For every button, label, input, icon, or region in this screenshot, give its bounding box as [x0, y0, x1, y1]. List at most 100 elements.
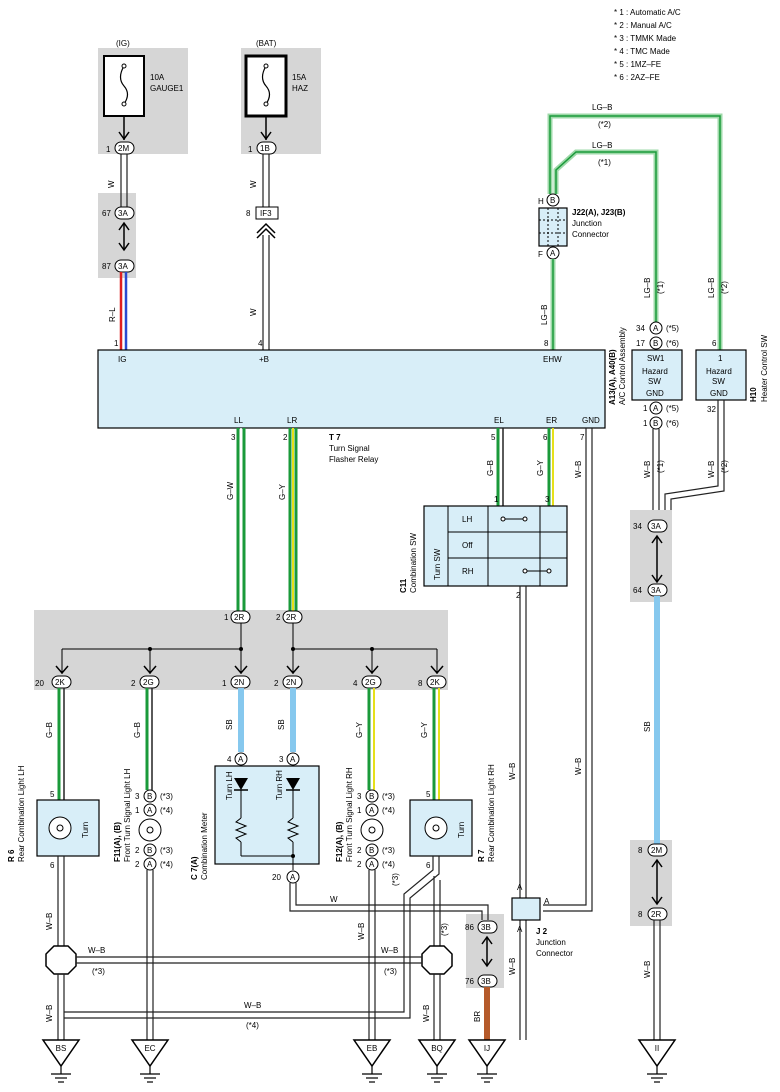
tag-s2-heater: (*2): [720, 281, 729, 294]
rear-combination-light-lh: 5 Turn 6 R 6 Rear Combination Light LH: [7, 765, 100, 870]
relay-side-name: A/C Control Assembly: [618, 327, 627, 405]
conn-2r-right: 2R: [651, 910, 661, 919]
f11-tag-s3b: (*3): [160, 846, 173, 855]
f12-pin-1: 1: [357, 806, 362, 815]
relay-pin-el: EL: [494, 416, 504, 425]
csw-row-off: Off: [462, 541, 473, 550]
r7-label: Turn: [457, 822, 466, 838]
f12-a-top: A: [369, 806, 375, 815]
conn-2m-right: 8 2M 8 2R: [638, 843, 668, 921]
f12-pin-3: 3: [357, 792, 362, 801]
wire-label-br: BR: [473, 1011, 482, 1022]
relay-name-1: Turn Signal: [329, 444, 370, 453]
pin-87: 87: [102, 262, 111, 271]
sw1-gnd: GND: [646, 389, 664, 398]
notes-legend: * 1 : Automatic A/C * 2 : Manual A/C * 3…: [614, 8, 681, 82]
tag-s5-a2: (*5): [666, 404, 679, 413]
wire-label-sb-right: SB: [643, 721, 652, 732]
pin-2-2r: 2: [276, 613, 281, 622]
note-2: * 2 : Manual A/C: [614, 21, 672, 30]
j22-id: J22(A), J23(B): [572, 208, 626, 217]
conn-3a-r-top: 3A: [651, 522, 661, 531]
pin-ig-1: 1: [114, 339, 119, 348]
fuse-gauge1: (IG) 10A GAUGE1 1 2M: [103, 39, 184, 155]
f12-name: Front Turn Signal Light RH: [345, 767, 354, 862]
sw1-line2: SW: [648, 377, 661, 386]
meter-a-gnd: A: [290, 873, 296, 882]
relay-pin-ig: IG: [118, 355, 126, 364]
note-3: * 3 : TMMK Made: [614, 34, 677, 43]
meter-a-lh: A: [238, 755, 244, 764]
relay-pin-gnd: GND: [582, 416, 600, 425]
fuse-gauge-rating: 10A: [150, 73, 165, 82]
wire-label-wb-f12: W–B: [357, 923, 366, 940]
j22-top: B: [550, 196, 555, 205]
meter-pin-4: 4: [227, 755, 232, 764]
fuse-gauge-source: (IG): [116, 39, 130, 48]
ground-bq: BQ: [417, 1039, 457, 1083]
f11-tag-s3: (*3): [160, 792, 173, 801]
fuse-gauge-pin: 1: [106, 145, 111, 154]
conn-3a-pair: 67 3A 87 3A: [102, 206, 135, 273]
csw-sub: Turn SW: [433, 548, 442, 580]
note-5: * 5 : 1MZ–FE: [614, 60, 661, 69]
pin-1-2n: 1: [222, 679, 227, 688]
wire-label-w-meter: W: [330, 895, 338, 904]
pin-2-2g: 2: [131, 679, 136, 688]
ground-eb: EB: [352, 1039, 392, 1083]
hazard-sw1: 34 A (*5) 17 B (*6) SW1 Hazard SW GND 1 …: [631, 321, 683, 430]
f11-a-top: A: [147, 806, 153, 815]
r7-route-s3: (*3): [440, 923, 449, 936]
r6-pin-5: 5: [50, 790, 55, 799]
relay-pin-er: ER: [546, 416, 557, 425]
j2-line1: Junction: [536, 938, 566, 947]
pin-8-2k: 8: [418, 679, 423, 688]
fuse-haz-conn: 1B: [260, 144, 270, 153]
csw-pin-3: 3: [545, 495, 550, 504]
meter-pin-3: 3: [279, 755, 284, 764]
sw1-a-bot: A: [653, 404, 659, 413]
wire-label-wb-bs: W–B: [45, 1005, 54, 1022]
tag-s6-b: (*6): [666, 339, 679, 348]
ground-label: EC: [144, 1044, 155, 1053]
j2-pin-a-bot: A: [517, 925, 523, 934]
j2-pin-a-top: A: [517, 883, 523, 892]
csw-pin-1: 1: [494, 495, 499, 504]
ground-ii: II: [637, 1039, 677, 1083]
wire-label-wb-bq: W–B: [422, 1005, 431, 1022]
heater-line1: Hazard: [706, 367, 732, 376]
pin-34-3a: 34: [633, 522, 642, 531]
tag-s6-b2: (*6): [666, 419, 679, 428]
heater-id: H10: [749, 387, 758, 402]
j22-top-pin: H: [538, 197, 544, 206]
relay-side-id: A13(A), A40(B): [608, 349, 617, 405]
note-6: * 6 : 2AZ–FE: [614, 73, 660, 82]
wire-label-wb-s4: W–B: [244, 1001, 261, 1010]
f12-tag-s4b: (*4): [382, 860, 395, 869]
relay-pin-ehw: EHW: [543, 355, 562, 364]
f11-b-top: B: [147, 792, 152, 801]
ground-bs: BS: [41, 1039, 81, 1083]
conn-2r-pair: 1 2R 2 2R: [224, 610, 303, 624]
junction-j2: A A A J 2 Junction Connector: [511, 883, 573, 958]
wire-label-wb-heater: W–B: [707, 461, 716, 478]
wire-label-gy-f12: G–Y: [355, 721, 364, 738]
f11-a-bot: A: [147, 860, 153, 869]
note-4: * 4 : TMC Made: [614, 47, 670, 56]
wire-label-gw: G–W: [226, 481, 235, 500]
ground-label: II: [655, 1044, 659, 1053]
conn-2m-right-top: 2M: [651, 846, 662, 855]
wire-label-wb-csw: W–B: [508, 763, 517, 780]
wire-label-sb-lh: SB: [225, 719, 234, 730]
conn-2g-right: 2G: [365, 678, 376, 687]
rear-combination-light-rh: 5 Turn 6 R 7 Rear Combination Light RH: [409, 764, 496, 870]
wire-label-rl: R–L: [108, 307, 117, 322]
tag-s2-heater-bot: (*2): [720, 460, 729, 473]
sw1-b-bot: B: [653, 419, 658, 428]
meter-lh: Turn LH: [225, 771, 234, 800]
conn-2g-left: 2G: [143, 678, 154, 687]
heater-line2: SW: [712, 377, 725, 386]
j2-line2: Connector: [536, 949, 573, 958]
